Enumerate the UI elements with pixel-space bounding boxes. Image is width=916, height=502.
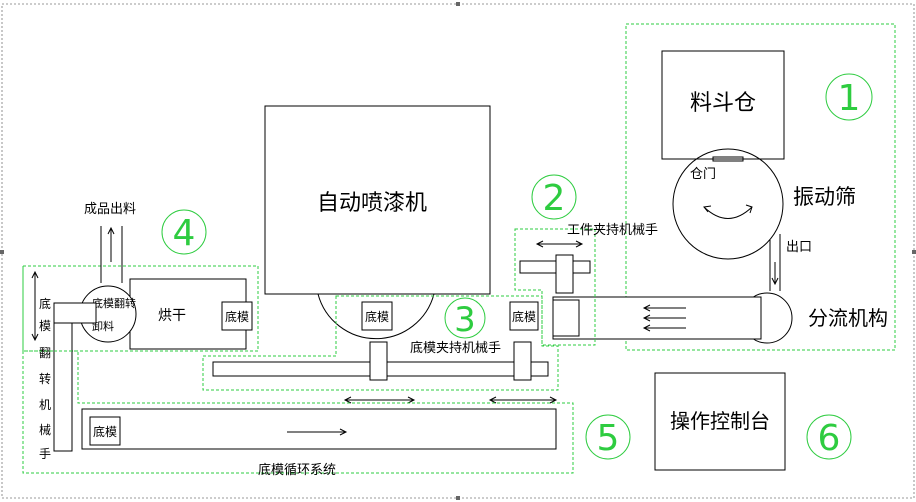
mold-label-a: 底模 <box>365 309 389 324</box>
mold-flip-travel-head-down <box>31 333 39 342</box>
mold-label-c: 底模 <box>225 309 249 324</box>
feed-arrowhead-3 <box>642 324 651 332</box>
feed-arrowhead-1 <box>642 304 651 312</box>
section-6-number: 6 <box>818 418 841 459</box>
rotation-arrowhead-icon <box>745 204 753 214</box>
mold-gripper-carriage-right <box>513 341 532 381</box>
mold-flip-travel-head-up <box>31 270 39 279</box>
mold-box-a <box>361 301 393 331</box>
gripper-rail <box>519 260 591 274</box>
mold-travel-head-2 <box>407 396 416 404</box>
mold-flip-robot-char-6: 械 <box>39 422 51 437</box>
section-2-marker <box>531 174 577 220</box>
rotation-arrow-icon <box>703 206 753 219</box>
vibrating-screen <box>672 148 784 260</box>
finished-output-label: 成品出料 <box>84 202 136 217</box>
frame-handle-3 <box>0 250 4 254</box>
mold-cycle-system-label: 底模循环系统 <box>258 462 336 478</box>
mold-flip-robot-char-4: 转 <box>39 371 51 386</box>
mold-box-b <box>509 301 539 331</box>
gate-label: 仓门 <box>690 167 716 182</box>
section-2-number: 2 <box>543 178 566 219</box>
section-3-number: 3 <box>454 300 476 340</box>
mold-gripper-carriage-left <box>369 341 388 381</box>
mold-cycle-conveyor <box>81 408 557 450</box>
hopper-box <box>661 50 785 160</box>
gripper-travel-head-right <box>575 240 584 248</box>
section-5-marker <box>585 414 631 460</box>
section-4-number: 4 <box>173 213 196 254</box>
mold-travel-head-1 <box>343 396 352 404</box>
section-1-marker <box>825 73 873 121</box>
vibrating-screen-label: 振动筛 <box>793 185 856 209</box>
mold-flip-robot-char-5: 机 <box>39 398 51 412</box>
spray-machine-box <box>264 105 491 295</box>
mold-flip-column <box>53 302 73 452</box>
workpiece-gripper-label: 工件夹持机械手 <box>567 223 658 238</box>
mold-flip-robot-char-2: 模 <box>39 319 51 333</box>
outlet-label: 出口 <box>786 240 812 255</box>
spray-machine-label: 自动喷漆机 <box>317 191 427 216</box>
console-label: 操作控制台 <box>670 409 770 433</box>
feed-end-block <box>552 299 580 337</box>
gate-slot <box>712 156 744 162</box>
console-box <box>654 372 786 471</box>
section-3-marker <box>444 297 486 339</box>
diverter-label: 分流机构 <box>808 306 888 330</box>
section-3-outline <box>202 295 559 391</box>
mold-travel-head-3 <box>488 396 497 404</box>
mold-label-d: 底模 <box>93 424 117 439</box>
mold-flip-unload-label-1: 底模翻转 <box>92 296 136 310</box>
section-1-outline <box>625 23 896 351</box>
mold-box-c <box>221 301 253 331</box>
mold-flip-robot-char-7: 手 <box>39 447 51 461</box>
gripper-carriage <box>555 254 574 294</box>
section-5-number: 5 <box>597 418 620 459</box>
frame-handle-2 <box>456 496 460 500</box>
rotation-arrowtail-icon <box>703 205 712 213</box>
mold-flip-robot-char-1: 底 <box>39 296 51 311</box>
section-1-number: 1 <box>838 78 861 119</box>
dryer-label: 烘干 <box>158 308 186 324</box>
mold-label-b: 底模 <box>512 309 536 324</box>
mold-flip-arm <box>53 302 97 324</box>
section-6-marker <box>806 414 852 460</box>
feed-arrowhead-2 <box>642 314 651 322</box>
mold-gripper-label: 底模夹持机械手 <box>410 340 501 356</box>
frame-handle-4 <box>912 250 916 254</box>
mold-cycle-arrowhead-icon <box>339 428 348 436</box>
outlet-arrowhead-icon <box>771 277 779 286</box>
mold-flip-unload-label-2: 卸料 <box>92 319 114 333</box>
section-5-outline <box>22 266 574 474</box>
frame-handle-1 <box>456 2 460 6</box>
spray-turntable <box>317 293 435 340</box>
gripper-travel-head-left <box>535 240 544 248</box>
mold-box-d <box>89 416 121 446</box>
mold-flip-robot-char-3: 翻 <box>39 346 51 360</box>
section-2-outline <box>514 228 596 346</box>
section-4-marker <box>161 209 207 255</box>
output-arrowhead-icon <box>107 226 115 235</box>
hopper-label: 料斗仓 <box>690 91 756 116</box>
mold-travel-head-4 <box>549 396 558 404</box>
